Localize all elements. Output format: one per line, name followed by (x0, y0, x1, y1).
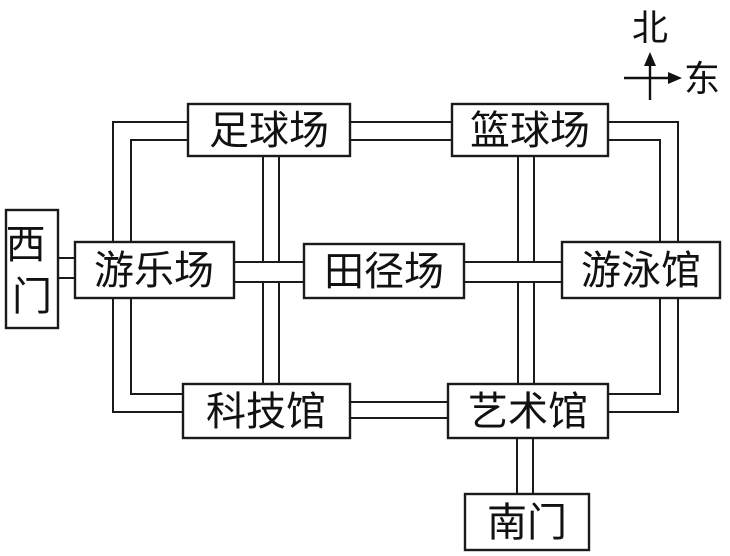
building-amusement-park: 游乐场 (73, 240, 236, 300)
compass-north-arrowhead (644, 52, 656, 66)
building-basketball-court: 篮球场 (450, 102, 610, 158)
football-field-label: 足球场 (209, 108, 329, 154)
art-museum-label: 艺术馆 (468, 389, 588, 435)
compass: 北 东 (624, 8, 720, 100)
west-gate-label: 西 门 (6, 222, 59, 320)
amusement-park-label: 游乐场 (94, 248, 214, 294)
basketball-court-label: 篮球场 (470, 108, 590, 154)
swimming-hall-label: 游泳馆 (581, 248, 701, 294)
building-swimming-hall: 游泳馆 (560, 240, 722, 300)
building-west-gate: 西 门 (4, 208, 60, 330)
building-science-museum: 科技馆 (181, 382, 352, 440)
science-museum-label: 科技馆 (206, 389, 326, 435)
compass-east-arrowhead (668, 72, 682, 84)
building-track-field: 田径场 (302, 242, 466, 300)
compass-east-label: 东 (684, 59, 720, 100)
building-football-field: 足球场 (186, 102, 352, 158)
building-art-museum: 艺术馆 (446, 382, 610, 440)
building-south-gate: 南门 (463, 492, 591, 552)
south-gate-label: 南门 (487, 500, 567, 546)
road-network (58, 121, 679, 494)
track-field-label: 田径场 (324, 249, 444, 295)
compass-north-label: 北 (632, 8, 668, 49)
